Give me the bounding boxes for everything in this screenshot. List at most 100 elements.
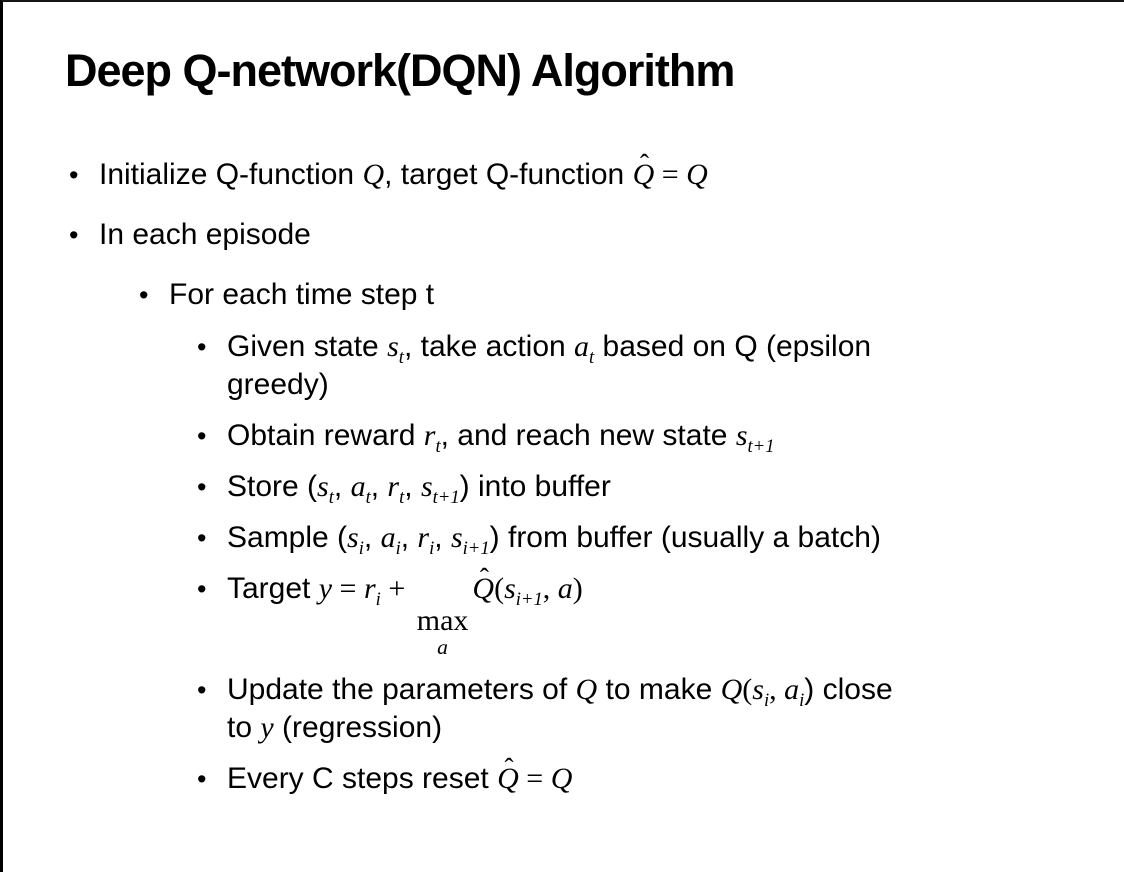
text-run: greedy) — [227, 368, 329, 401]
bullet-marker: • — [197, 764, 207, 795]
bullet-list: • Initialize Q-function Q, target Q-func… — [3, 149, 1124, 798]
math-sub: t+1 — [432, 487, 460, 508]
math-var: Q — [362, 158, 385, 191]
math-sub: t — [589, 347, 595, 368]
hat-accent: ˆ — [639, 149, 649, 180]
text-run: , — [363, 521, 381, 554]
bullet-marker: • — [197, 472, 207, 502]
max-under-var: a — [437, 635, 448, 660]
math-var: s — [450, 521, 463, 554]
math-var: y — [260, 711, 274, 745]
slide-title: Deep Q-network(DQN) Algorithm — [65, 45, 735, 96]
math-sub: i — [429, 538, 435, 559]
text-run: Initialize Q-function — [99, 158, 363, 191]
text-run: ) close — [804, 673, 893, 707]
text-run: In each episode — [99, 218, 311, 251]
bullet-marker: • — [197, 523, 207, 553]
bullet-marker: • — [197, 421, 207, 451]
text-run: For each time step t — [169, 278, 435, 311]
text-run: based on Q (epsilon — [594, 330, 872, 363]
math-var: Q — [575, 673, 598, 707]
math-op: + — [380, 572, 413, 605]
math-sub: i — [395, 538, 401, 559]
math-var: a — [380, 521, 396, 554]
math-var: r — [417, 521, 430, 554]
list-item: • For each time step t — [139, 276, 1124, 314]
math-var: r — [387, 470, 400, 503]
list-item: • Given state st, take action at based o… — [197, 328, 1124, 404]
math-var: a — [784, 673, 800, 707]
text-run: Target — [227, 572, 319, 605]
math-sub: i — [763, 690, 770, 712]
text-run: (regression) — [273, 711, 443, 745]
math-sub: i — [358, 538, 364, 559]
text-run: Given state — [227, 330, 388, 363]
math-var: s — [504, 572, 516, 605]
math-op: , — [769, 673, 785, 707]
text-run: , — [434, 521, 451, 554]
text-run: , — [370, 470, 388, 503]
hat-accent: ˆ — [504, 753, 514, 784]
math-var: Q — [550, 762, 573, 796]
math-sub: t — [398, 347, 404, 368]
math-sub: i+1 — [462, 538, 490, 559]
text-run: , and reach new state — [440, 419, 736, 452]
text-run: , take action — [403, 330, 575, 363]
text-run: Sample ( — [227, 521, 348, 554]
list-item: • Update the parameters of Q to make Q(s… — [197, 671, 1124, 747]
math-sub: t — [435, 436, 441, 457]
list-item: • In each episode — [69, 216, 1124, 254]
math-var: s — [317, 470, 329, 503]
math-sub: i+1 — [515, 589, 543, 610]
math-paren: ) — [572, 572, 583, 605]
math-var: s — [752, 673, 764, 707]
bullet-marker: • — [197, 675, 207, 706]
bullet-marker: • — [69, 220, 79, 250]
text-run: ) into buffer — [459, 470, 611, 503]
math-var: s — [735, 419, 748, 452]
text-run: , — [400, 521, 418, 554]
math-sub: i — [375, 589, 381, 610]
text-run: Store ( — [227, 470, 318, 503]
text-run: Update the parameters of — [227, 673, 576, 707]
bullet-marker: • — [139, 280, 149, 310]
text-run: ) from buffer (usually a batch) — [489, 521, 881, 554]
bullet-marker: • — [69, 160, 79, 190]
math-var: s — [387, 330, 399, 363]
list-item: • Store (st, at, rt, st+1) into buffer — [197, 468, 1124, 508]
math-var: a — [557, 572, 573, 605]
math-sub: t — [399, 487, 405, 508]
list-item: • Obtain reward rt, and reach new state … — [197, 417, 1124, 457]
math-var: y — [318, 572, 333, 605]
text-run: to make — [597, 673, 721, 707]
hat-accent: ˆ — [479, 563, 489, 594]
bullet-marker: • — [197, 332, 207, 362]
math-var: r — [423, 419, 436, 452]
math-sub: t — [365, 487, 371, 508]
math-op: , — [542, 572, 558, 605]
list-item: • Sample (si, ai, ri, si+1) from buffer … — [197, 519, 1124, 559]
math-var: Q — [686, 158, 708, 191]
text-run: , — [404, 470, 421, 503]
math-paren: ( — [494, 572, 505, 605]
math-var: Q — [720, 673, 743, 707]
list-item: • Initialize Q-function Q, target Q-func… — [69, 149, 1124, 194]
text-run: Obtain reward — [227, 419, 424, 452]
math-sub: i — [799, 690, 805, 712]
math-var: a — [350, 470, 366, 503]
text-run: Every C steps reset — [227, 762, 498, 796]
bullet-marker: • — [197, 574, 207, 604]
text-run: , target Q-function — [384, 158, 633, 191]
text-run: to — [227, 711, 261, 745]
text-run: , — [333, 470, 351, 503]
math-op: = — [332, 572, 364, 605]
max-label: max — [416, 603, 469, 637]
math-op: = — [518, 762, 551, 796]
math-var: r — [363, 572, 376, 605]
